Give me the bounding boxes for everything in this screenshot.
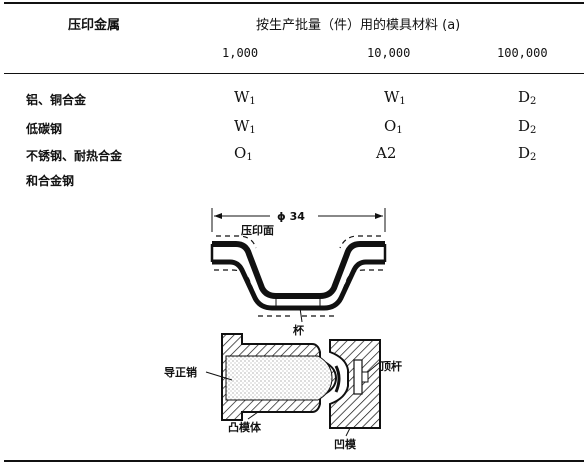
row-metal: 铝、铜合金 bbox=[26, 93, 87, 107]
qty-100000: 100,000 bbox=[497, 46, 548, 60]
row-cell: O1 bbox=[234, 144, 253, 163]
row-metal: 不锈钢、耐热合金 bbox=[26, 149, 123, 163]
row-cell: W1 bbox=[384, 88, 406, 107]
label-pilot: 导正销 bbox=[164, 365, 197, 379]
leader-die bbox=[345, 427, 351, 437]
row-cell: A2 bbox=[376, 144, 397, 162]
header-metal: 压印金属 bbox=[68, 18, 121, 33]
header-die-material: 按生产批量（件）用的模具材料 (a) bbox=[256, 18, 461, 33]
die bbox=[329, 339, 381, 429]
bottom-rule bbox=[4, 460, 584, 462]
leader-ejector bbox=[367, 361, 381, 373]
qty-1000: 1,000 bbox=[222, 46, 259, 60]
label-coining-face: 压印面 bbox=[241, 223, 274, 237]
row-cell: O1 bbox=[384, 117, 403, 136]
row-cell: W1 bbox=[234, 88, 256, 107]
row-cell: D2 bbox=[518, 144, 537, 163]
ejector-pin bbox=[353, 359, 363, 395]
row-cell: D2 bbox=[518, 117, 537, 136]
dimension-label: ϕ 34 bbox=[277, 210, 305, 223]
punch-body bbox=[221, 333, 338, 421]
leader-pilot bbox=[205, 371, 233, 381]
label-die: 凹模 bbox=[334, 437, 357, 451]
label-punch: 凸模体 bbox=[228, 420, 262, 434]
leader-punch bbox=[247, 411, 259, 420]
qty-10000: 10,000 bbox=[367, 46, 411, 60]
label-ejector: 顶杆 bbox=[380, 359, 402, 373]
label-cup: 杯 bbox=[293, 323, 305, 337]
row-cell: D2 bbox=[518, 88, 537, 107]
top-rule bbox=[4, 2, 584, 4]
row-cell: W1 bbox=[234, 117, 256, 136]
dimension-line bbox=[211, 208, 386, 232]
header-rule bbox=[4, 73, 584, 74]
cup-section bbox=[210, 235, 387, 323]
row-metal: 低碳钢 bbox=[26, 122, 63, 136]
row-metal: 和合金钢 bbox=[26, 174, 75, 188]
